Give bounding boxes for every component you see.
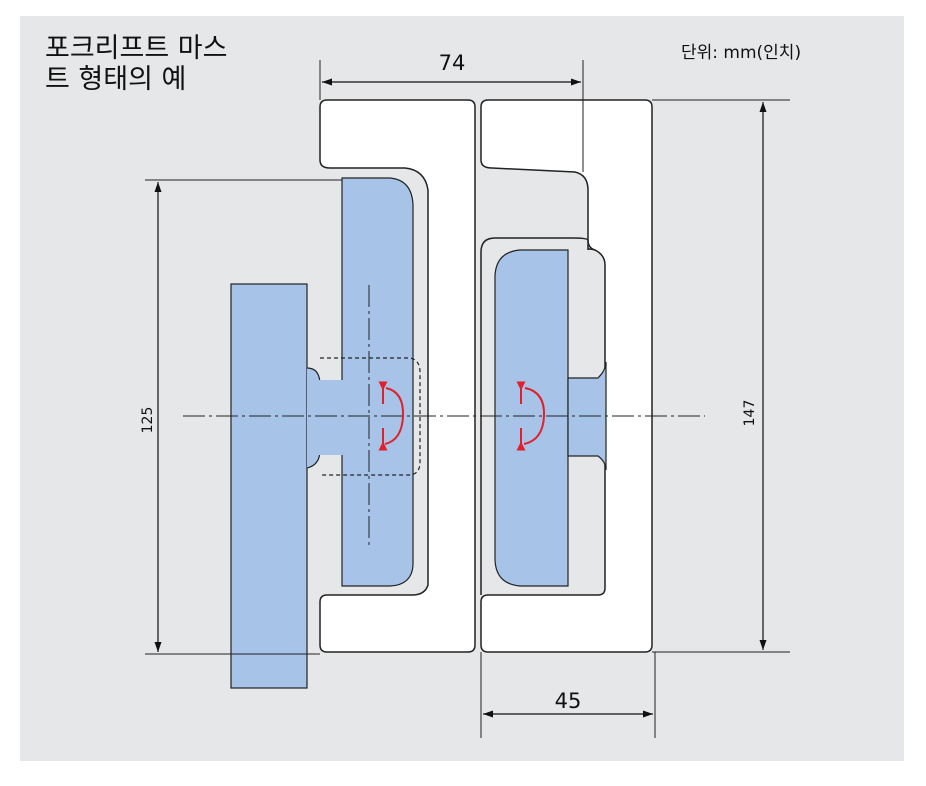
right-channel-inner-web [480,237,596,253]
right-roller [494,249,569,587]
right-rotation-arrow-icon [523,387,546,445]
left-roller [341,177,414,587]
dim-label-top-width: 74 [439,51,466,75]
left-channel-profile [319,99,476,653]
title-line-2: 트 형태의 예 [45,64,187,95]
left-carriage-plate [230,283,308,689]
title-line-1: 포크리프트 마스 [45,33,228,64]
diagram-title: 포크리프트 마스 트 형태의 예 [45,33,305,95]
dim-label-right-height: 147 [742,400,758,427]
left-roller-hub [320,357,421,476]
left-roller-axle-body [315,380,343,455]
dim-label-left-height: 125 [140,407,156,434]
right-channel-profile [480,99,653,653]
dim-label-bottom-width: 45 [555,689,582,713]
unit-label: 단위: mm(인치) [681,43,802,63]
left-rotation-arrow-icon [384,387,405,445]
